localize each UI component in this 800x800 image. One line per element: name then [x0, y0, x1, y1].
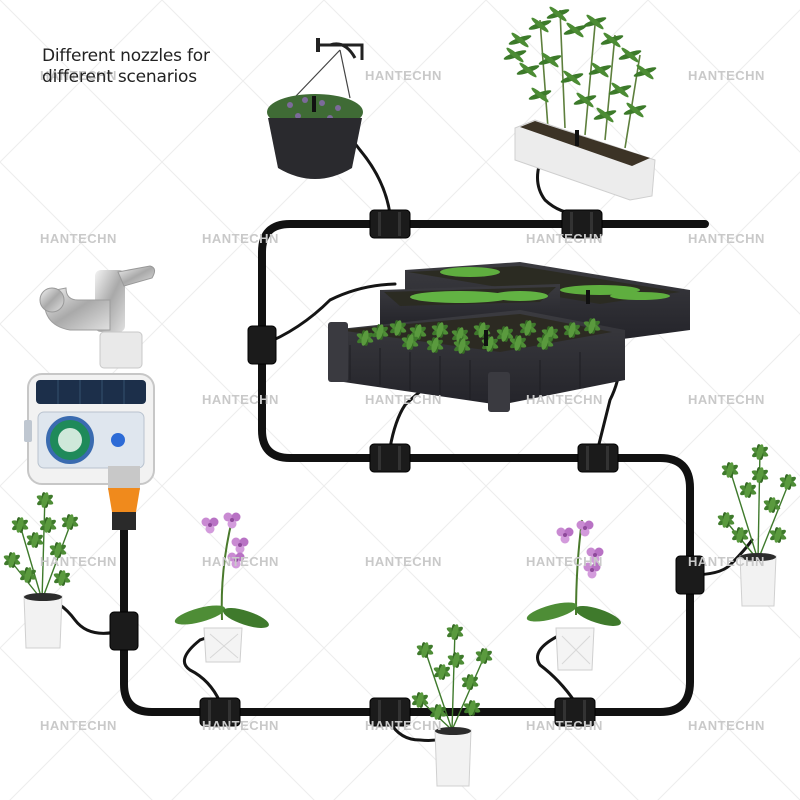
- right-orchid: [526, 519, 621, 671]
- raised-garden-beds: [328, 262, 690, 412]
- caption-line-1: Different nozzles for: [42, 46, 210, 66]
- white-planter-box: [514, 119, 656, 201]
- drip-tee-connector-icon: [369, 443, 411, 473]
- watermark-text: HANTECHN: [40, 554, 117, 569]
- watermark-text: HANTECHN: [40, 231, 117, 246]
- caption-line-2: different scenarios: [42, 67, 197, 87]
- watermark-text: HANTECHN: [688, 718, 765, 733]
- watermarks: HANTECHN HANTECHN HANTECHN HANTECHN HANT…: [40, 68, 765, 733]
- drip-nozzle-icon: [312, 96, 316, 112]
- hanging-chain: [295, 49, 351, 99]
- left-potted-fern: [2, 491, 80, 649]
- hanging-basket: [267, 38, 364, 179]
- watermark-text: HANTECHN: [202, 718, 279, 733]
- watermark-text: HANTECHN: [40, 718, 117, 733]
- main-tubing: [120, 220, 709, 716]
- drip-tee-connector-icon: [247, 325, 277, 365]
- watermark-text: HANTECHN: [526, 392, 603, 407]
- watermark-text: HANTECHN: [365, 392, 442, 407]
- drip-nozzle-icon: [575, 130, 579, 146]
- drip-tee-connector-icon: [109, 611, 139, 651]
- drip-tee-connector-icon: [675, 555, 705, 595]
- caption: Different nozzles for different scenario…: [42, 46, 302, 88]
- drip-nozzle-icon: [586, 290, 590, 304]
- connector-ribs: [208, 212, 609, 724]
- watermark-text: HANTECHN: [202, 231, 279, 246]
- basket-pot: [268, 118, 362, 179]
- white-pot: [434, 729, 472, 787]
- watermark-text: HANTECHN: [526, 718, 603, 733]
- white-pot: [23, 595, 63, 649]
- watermark-text: HANTECHN: [688, 231, 765, 246]
- bed-corner-post: [328, 322, 348, 382]
- right-potted-fern: [716, 443, 798, 607]
- drip-tee-connector-icon: [577, 443, 619, 473]
- drip-tee-connector-icon: [369, 209, 411, 239]
- wall-bracket: [318, 42, 364, 60]
- watermark-text: HANTECHN: [526, 231, 603, 246]
- watermark-text: HANTECHN: [202, 554, 279, 569]
- left-orchid: [174, 512, 269, 663]
- watermark-text: HANTECHN: [688, 68, 765, 83]
- timer-button: [111, 433, 125, 447]
- watermark-text: HANTECHN: [688, 392, 765, 407]
- watermark-text: HANTECHN: [526, 554, 603, 569]
- drip-nozzle-icon: [484, 330, 488, 346]
- watermark-text: HANTECHN: [365, 554, 442, 569]
- faucet-icon: [39, 265, 156, 369]
- bamboo-planter: [502, 5, 658, 201]
- watermark-text: HANTECHN: [202, 392, 279, 407]
- bed-corner-post: [488, 372, 510, 412]
- watermark-text: HANTECHN: [40, 68, 117, 83]
- watermark-text: HANTECHN: [365, 718, 442, 733]
- orange-hose-adapter: [108, 488, 140, 512]
- watermark-text: HANTECHN: [365, 68, 442, 83]
- solar-panel: [36, 380, 146, 404]
- water-timer-icon: [24, 373, 155, 530]
- bottom-potted-fern: [410, 623, 494, 787]
- watermark-text: HANTECHN: [688, 554, 765, 569]
